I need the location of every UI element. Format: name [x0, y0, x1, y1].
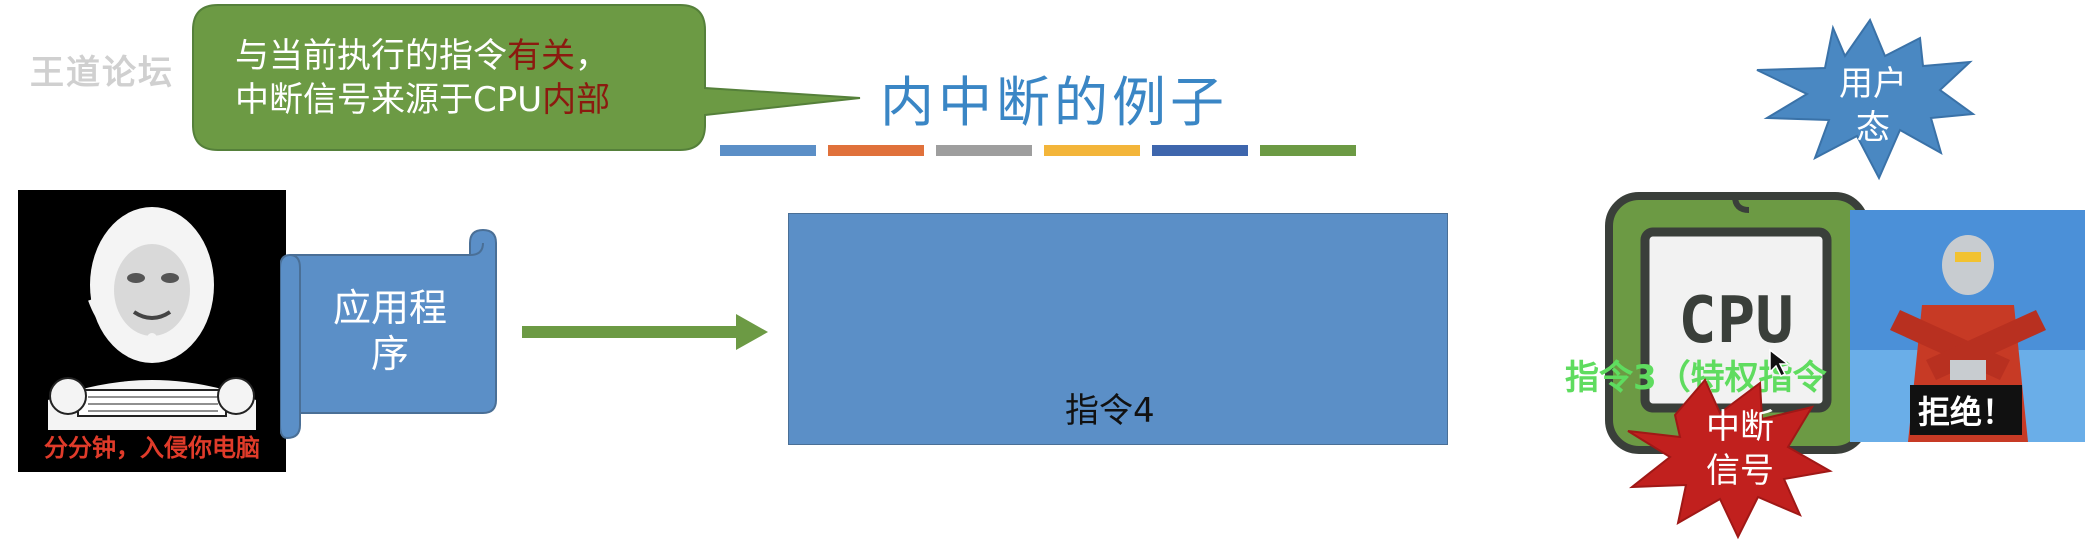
title-color-bars [720, 145, 1356, 156]
instruction-4-label: 指令4 [1065, 391, 1155, 431]
color-bar [1152, 145, 1248, 156]
callout-line1-highlight: 有关 [507, 36, 575, 76]
slide-title: 内中断的例子 [880, 71, 1228, 134]
callout-bubble [192, 4, 861, 151]
color-bar [936, 145, 1032, 156]
color-bar [828, 145, 924, 156]
callout-line1-suffix: ， [575, 36, 609, 76]
instruction-box [788, 213, 1448, 445]
user-mode-burst [1756, 18, 1976, 181]
color-bar [720, 145, 816, 156]
app-program-scroll [280, 228, 497, 440]
cpu-chip-label: CPU [1678, 284, 1794, 358]
mouse-cursor-icon [1769, 348, 1790, 378]
app-program-label: 应用程 序 [300, 285, 480, 377]
color-bar [1044, 145, 1140, 156]
interrupt-signal-label: 中断 信号 [1690, 405, 1790, 493]
meme-caption: 分分钟，入侵你电脑 [44, 434, 260, 462]
flow-arrow-icon [522, 314, 768, 350]
app-program-label-line1: 应用程 [332, 286, 447, 330]
user-mode-line2: 态 [1856, 108, 1890, 148]
meme-face-illustration [48, 207, 256, 430]
user-mode-line1: 用户 [1839, 64, 1907, 104]
user-mode-label: 用户 态 [1818, 62, 1928, 150]
interrupt-signal-line1: 中断 [1706, 407, 1774, 447]
refuse-caption: 拒绝！ [1910, 385, 2022, 435]
callout-line2-highlight: 内部 [542, 80, 611, 120]
hacker-meme-image [18, 190, 286, 472]
app-program-label-line2: 序 [370, 332, 409, 376]
watermark-text: 王道论坛 [30, 53, 174, 93]
callout-line1-prefix: 与当前执行的指令 [235, 36, 507, 76]
callout-text: 与当前执行的指令有关， 中断信号来源于CPU内部 [235, 34, 695, 122]
color-bar [1260, 145, 1356, 156]
interrupt-signal-line2: 信号 [1706, 451, 1774, 491]
interrupt-signal-burst [1627, 378, 1833, 540]
callout-line2-prefix: 中断信号来源于CPU [235, 80, 543, 120]
